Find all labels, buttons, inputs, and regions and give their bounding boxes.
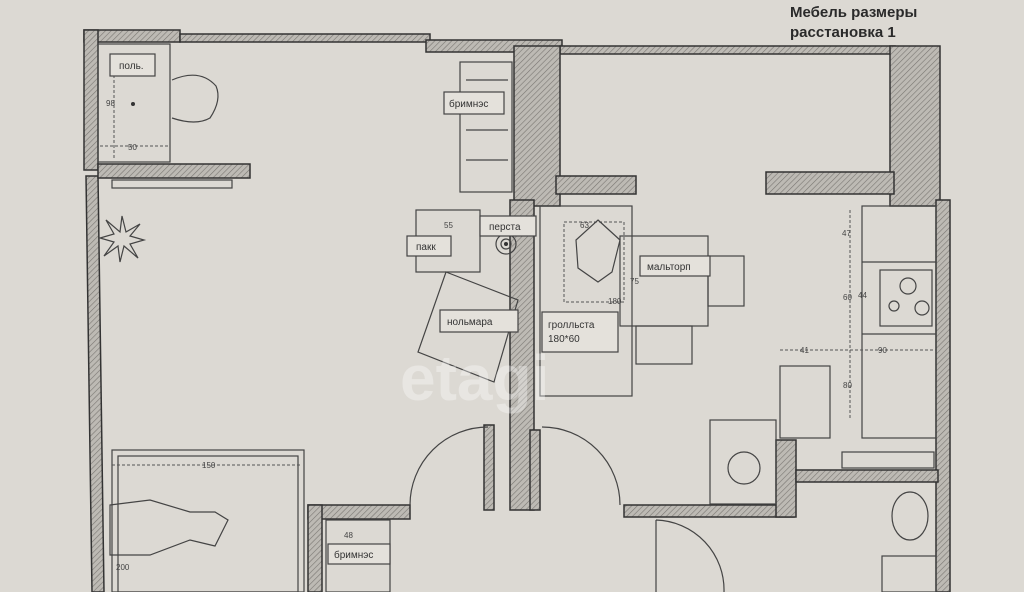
shelf-top-label: бримнэс [449,98,488,110]
plant-icon [97,215,147,263]
washing-machine-icon [727,451,761,485]
sofa-bed-size: 180*60 [548,334,580,345]
side-table-label: пакк [416,242,436,253]
svg-text:55: 55 [444,221,453,230]
svg-text:180: 180 [608,297,622,306]
bed: 150 200 [109,449,305,592]
dining-table: 75 мальторп [619,235,745,365]
desk-label: поль. [119,61,144,72]
svg-text:90: 90 [878,346,887,355]
stove-burner-icon [899,277,917,295]
bath-sink [841,451,935,469]
lamp-label: перста [489,222,521,233]
svg-text:200: 200 [116,563,130,572]
svg-text:47: 47 [842,229,851,238]
sink-icon [881,555,937,592]
walls [83,29,951,592]
dining-table-label: мальторп [647,262,691,273]
svg-text:60: 60 [843,293,852,302]
plan-subtitle: расстановка 1 [790,24,896,41]
sofa-bed: 63 180 гролльста 180*60 [539,205,633,397]
side-table: 55 пакк [406,209,481,273]
armchair-label: нольмара [447,317,493,328]
watermark: etagi [400,342,549,414]
svg-text:41: 41 [800,346,809,355]
svg-text:48: 48 [344,531,353,540]
person-icon [109,499,229,556]
kitchen: 47 60 44 41 90 80 [709,205,937,505]
toilet-icon [891,491,929,541]
svg-text:150: 150 [202,461,216,470]
svg-text:50: 50 [128,143,137,152]
office-chair-icon [171,74,219,123]
svg-text:98: 98 [106,99,115,108]
door-swing [655,519,725,592]
floor-lamp: перста [479,215,537,255]
svg-text:63: 63 [580,221,589,230]
desk: поль. 98 50 [97,43,171,163]
armchair: нольмара [417,271,519,383]
tv-console [111,179,233,189]
shelf-top: бримнэс [443,61,513,193]
sofa-bed-label: гролльста [548,320,595,331]
svg-text:75: 75 [630,277,639,286]
svg-text:80: 80 [843,381,852,390]
plan-title: Мебель размеры [790,4,918,21]
svg-text:44: 44 [858,291,867,300]
shelf-bottom: 48 бримнэс [325,519,391,592]
door-swing [409,426,489,506]
shelf-bottom-label: бримнэс [334,549,373,561]
door-swing [541,426,621,506]
